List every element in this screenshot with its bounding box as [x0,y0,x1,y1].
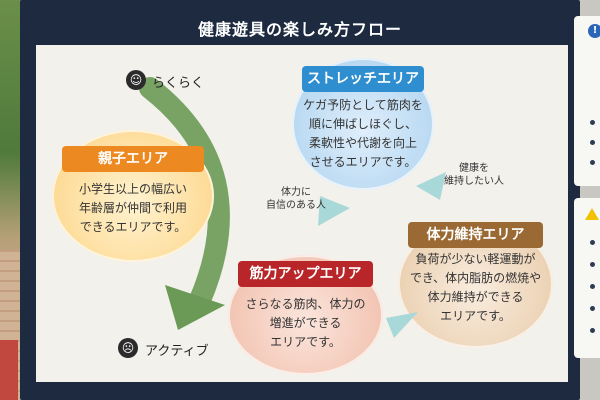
oyako-area-title: 親子エリア [62,146,204,172]
stretch-area-title: ストレッチエリア [302,66,424,92]
note-maintain: 健康を 維持したい人 [444,163,504,187]
active-face-icon: ☹ [118,338,138,358]
legend-active-label: アクティブ [145,344,209,359]
kinryoku-area-circle: 筋力アップエリア さらなる筋肉、体力の 増進ができる エリアです。 [228,255,383,375]
side-info-panel [574,16,600,186]
bullet-icon [590,262,595,267]
kinryoku-area-title: 筋力アップエリア [238,261,373,287]
note-confident: 体力に 自信のある人 [266,187,326,211]
flow-triangle-icon [386,312,418,338]
oyako-area-circle: 親子エリア 小学生以上の幅広い 年齢層が仲間で利用 できるエリアです。 [52,130,214,262]
bullet-icon [590,160,595,165]
bullet-icon [590,306,595,311]
flow-triangle-icon [416,172,446,200]
stretch-area-text: ケガ予防として筋肉を 順に伸ばしほぐし、 柔軟性や代謝を向上 させるエリアです。 [303,98,423,169]
flow-triangle-icon [318,196,350,226]
easy-face-icon: ☺ [126,70,146,90]
tairyoku-area-circle: 体力維持エリア 負荷が少ない軽運動が でき、体内脂肪の燃焼や 体力維持ができる … [398,220,553,348]
tairyoku-area-title: 体力維持エリア [408,222,543,248]
kinryoku-area-text: さらなる筋肉、体力の 増進ができる エリアです。 [245,297,366,349]
sign-title: 健康遊具の楽しみ方フロー [197,20,402,39]
warning-icon [585,208,599,220]
oyako-area-text: 小学生以上の幅広い 年齢層が仲間で利用 できるエリアです。 [78,182,187,234]
bullet-icon [590,240,595,245]
bullet-icon [590,284,595,289]
tairyoku-area-text: 負荷が少ない軽運動が でき、体内脂肪の燃焼や 体力維持ができる エリアです。 [409,252,542,323]
legend-easy-label: らくらく [152,76,205,91]
bullet-icon [590,120,595,125]
stretch-area-circle: ストレッチエリア ケガ予防として筋肉を 順に伸ばしほぐし、 柔軟性や代謝を向上 … [292,58,434,190]
background-track [0,340,18,400]
side-warning-panel [574,198,600,358]
bullet-icon [590,140,595,145]
bullet-icon [590,328,595,333]
info-icon: ! [588,24,600,38]
